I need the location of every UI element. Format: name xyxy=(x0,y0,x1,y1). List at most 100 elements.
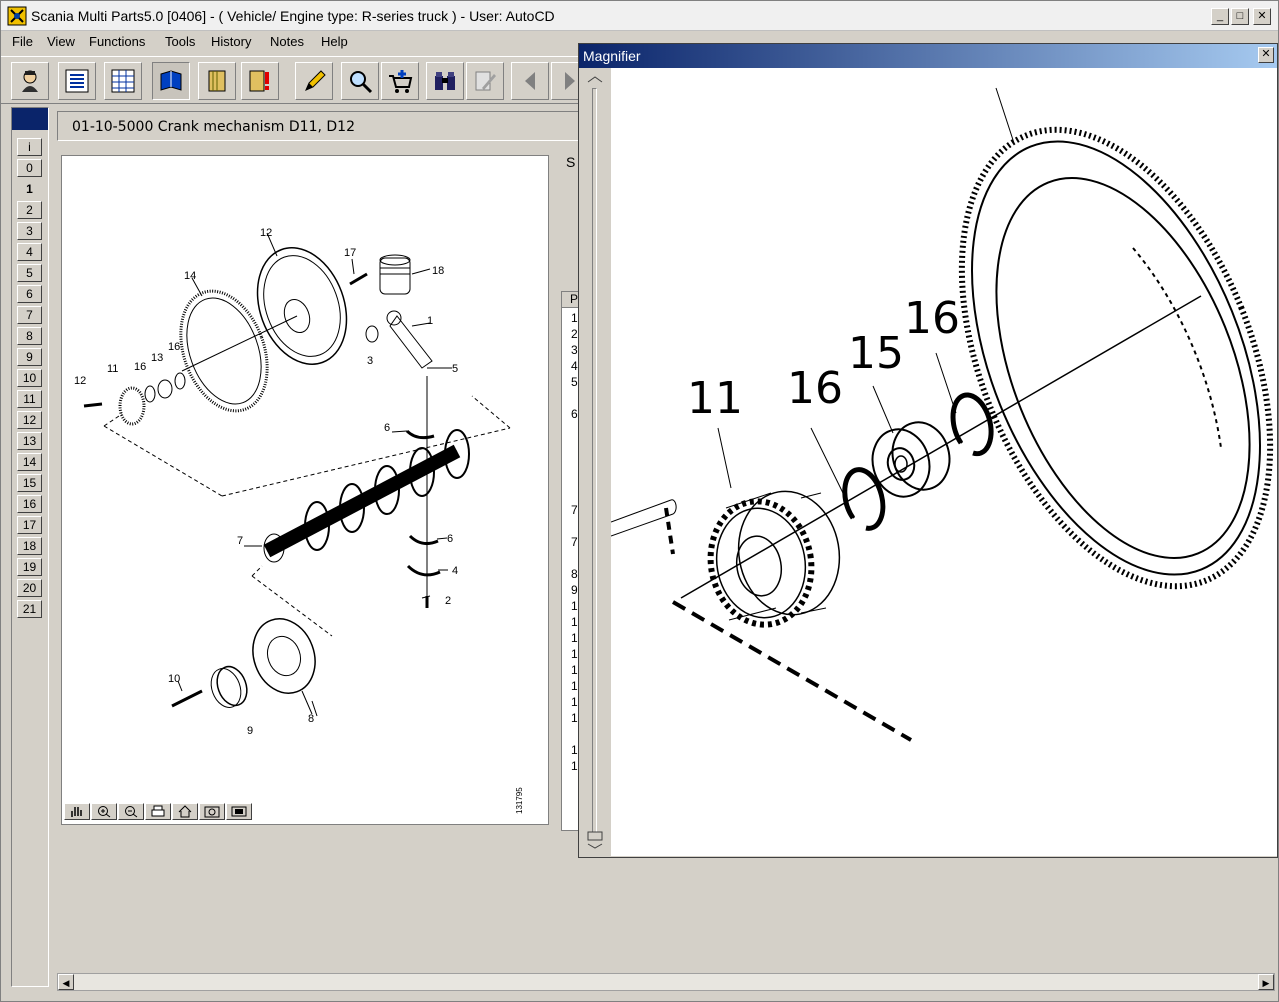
menu-file[interactable]: File xyxy=(12,34,33,49)
fit-icon xyxy=(231,806,247,817)
tab-0[interactable]: 0 xyxy=(17,159,42,177)
binoculars-button[interactable] xyxy=(426,62,464,100)
scroll-right-icon[interactable]: ▶ xyxy=(1258,974,1274,990)
horizontal-scrollbar[interactable]: ◀ ▶ xyxy=(57,973,1275,991)
list-item: 5 xyxy=(571,375,578,389)
list-item: 7 xyxy=(571,503,578,517)
tab-i[interactable]: i xyxy=(17,138,42,156)
tab-14[interactable]: 14 xyxy=(17,453,42,471)
tab-3[interactable]: 3 xyxy=(17,222,42,240)
tab-20[interactable]: 20 xyxy=(17,579,42,597)
table-icon xyxy=(111,69,135,93)
search-button[interactable] xyxy=(341,62,379,100)
zoom-out-button[interactable] xyxy=(118,803,144,820)
parts-drawing[interactable]: 12 17 18 14 1 3 5 11 16 13 16 12 6 6 4 2… xyxy=(61,155,549,825)
tab-7[interactable]: 7 xyxy=(17,306,42,324)
minimize-button[interactable]: _ xyxy=(1211,8,1229,25)
slider-thumb-icon[interactable] xyxy=(583,830,607,850)
forward-button[interactable] xyxy=(551,62,581,100)
menu-notes[interactable]: Notes xyxy=(270,34,304,49)
tab-8[interactable]: 8 xyxy=(17,327,42,345)
callout-12: 12 xyxy=(74,375,86,387)
tab-13[interactable]: 13 xyxy=(17,432,42,450)
menu-tools[interactable]: Tools xyxy=(165,34,196,49)
callout-5: 5 xyxy=(452,363,458,375)
tab-18[interactable]: 18 xyxy=(17,537,42,555)
print-icon xyxy=(151,805,165,817)
print-button[interactable] xyxy=(145,803,171,820)
drawing-zoom-toolbar xyxy=(64,803,254,821)
notes-button[interactable] xyxy=(295,62,333,100)
tab-9[interactable]: 9 xyxy=(17,348,42,366)
parts-list-header: P xyxy=(562,292,580,308)
magnifier-title-bar[interactable]: Magnifier ✕ xyxy=(579,44,1277,68)
list-item: 1 xyxy=(571,599,578,613)
user-icon xyxy=(22,70,38,92)
tab-19[interactable]: 19 xyxy=(17,558,42,576)
pan-button[interactable] xyxy=(64,803,90,820)
list-item: 1 xyxy=(571,615,578,629)
back-button[interactable] xyxy=(511,62,549,100)
callout-16: 16 xyxy=(134,361,146,373)
magnified-view[interactable]: 11 16 15 16 xyxy=(611,68,1277,856)
binder-icon xyxy=(208,70,226,92)
binder-warning-icon xyxy=(249,70,269,92)
zoom-out-icon xyxy=(125,806,138,818)
document-edit-icon xyxy=(475,71,496,91)
book-button[interactable] xyxy=(152,62,190,100)
pencil-icon xyxy=(305,70,326,91)
user-button[interactable] xyxy=(11,62,49,100)
menu-view[interactable]: View xyxy=(47,34,75,49)
magnifier-window[interactable]: Magnifier ✕ xyxy=(578,43,1278,858)
close-button[interactable]: ✕ xyxy=(1253,8,1271,25)
menu-help[interactable]: Help xyxy=(321,34,348,49)
list-item: 9 xyxy=(571,583,578,597)
maximize-button[interactable]: □ xyxy=(1231,8,1249,25)
home-icon xyxy=(178,805,192,818)
home-button[interactable] xyxy=(172,803,198,820)
list-button[interactable] xyxy=(58,62,96,100)
magnifier-close-button[interactable]: ✕ xyxy=(1258,47,1274,63)
zoom-in-icon xyxy=(98,806,111,818)
tab-2[interactable]: 2 xyxy=(17,201,42,219)
tab-1[interactable]: 1 xyxy=(17,180,42,198)
binder-warning-button[interactable] xyxy=(241,62,279,100)
section-header: 01-10-5000 Crank mechanism D11, D12 xyxy=(57,111,587,141)
magnified-diagram: 11 16 15 16 xyxy=(611,87,1274,742)
tab-17[interactable]: 17 xyxy=(17,516,42,534)
list-item: 1 xyxy=(571,759,578,773)
zoom-in-button[interactable] xyxy=(91,803,117,820)
tab-16[interactable]: 16 xyxy=(17,495,42,513)
callout-6b: 6 xyxy=(447,533,453,545)
tab-6[interactable]: 6 xyxy=(17,285,42,303)
back-arrow-icon xyxy=(525,72,535,90)
forward-arrow-icon xyxy=(565,72,575,90)
magnifier-zoom-slider[interactable] xyxy=(583,74,607,854)
pan-hand-icon xyxy=(71,807,82,817)
tab-10[interactable]: 10 xyxy=(17,369,42,387)
fit-button[interactable] xyxy=(226,803,252,820)
tab-4[interactable]: 4 xyxy=(17,243,42,261)
tab-11[interactable]: 11 xyxy=(17,390,42,408)
binoculars-icon xyxy=(435,72,455,90)
list-item: 8 xyxy=(571,567,578,581)
tab-15[interactable]: 15 xyxy=(17,474,42,492)
tab-5[interactable]: 5 xyxy=(17,264,42,282)
scroll-left-icon[interactable]: ◀ xyxy=(58,974,74,990)
menu-functions[interactable]: Functions xyxy=(89,34,146,49)
callout-3: 3 xyxy=(367,355,373,367)
section-tabs: i 0 1 2 3 4 5 6 7 8 9 10 11 12 13 14 15 … xyxy=(11,107,49,987)
table-button[interactable] xyxy=(104,62,142,100)
drawing-ref-code: 131795 xyxy=(515,787,524,814)
edit-doc-button[interactable] xyxy=(466,62,504,100)
zoom-window-button[interactable] xyxy=(199,803,225,820)
tab-21[interactable]: 21 xyxy=(17,600,42,618)
list-item: 1 xyxy=(571,631,578,645)
tab-12[interactable]: 12 xyxy=(17,411,42,429)
menu-history[interactable]: History xyxy=(211,34,252,49)
cart-add-button[interactable] xyxy=(381,62,419,100)
slider-track[interactable] xyxy=(592,88,597,838)
list-item: 4 xyxy=(571,359,578,373)
magnifier-title: Magnifier xyxy=(583,48,641,64)
binder-button[interactable] xyxy=(198,62,236,100)
